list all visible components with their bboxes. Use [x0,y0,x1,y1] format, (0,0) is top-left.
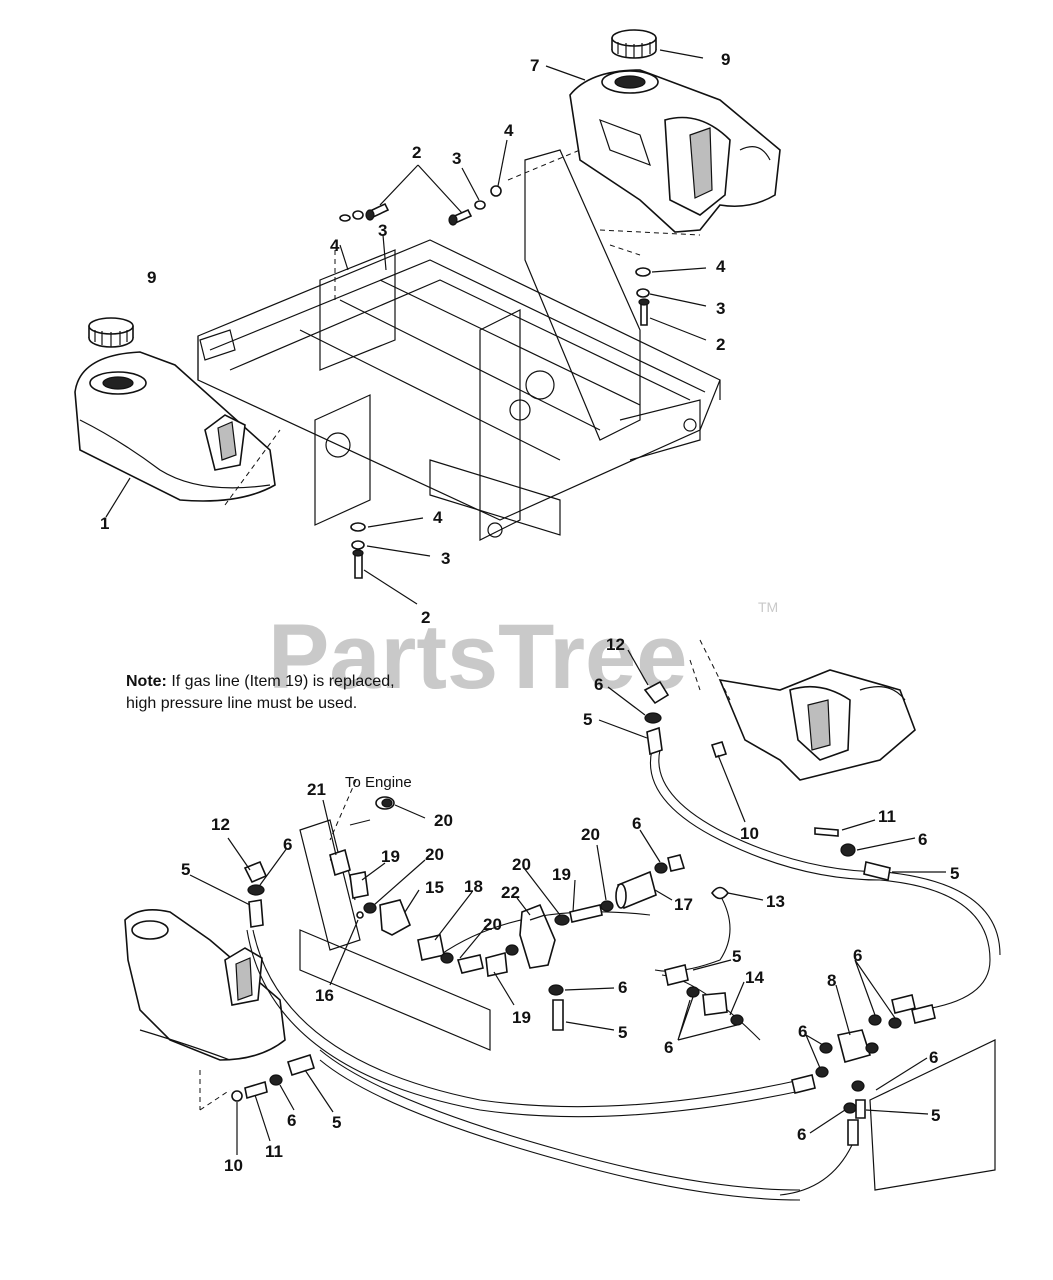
callouts-lower: 12 6 5 10 11 6 5 21 20 19 20 15 18 22 20… [181,635,959,1175]
fuel-tank-left [74,351,281,506]
watermark-brand: PartsTree [268,606,687,708]
leaders-lower [189,649,946,1155]
callout-4-left: 4 [330,236,340,255]
callout-6-left-bottom: 6 [287,1111,296,1130]
callout-4-bottom: 4 [433,508,443,527]
callout-5-filter: 5 [732,947,741,966]
callout-10-right: 10 [740,824,759,843]
callout-3-left: 3 [378,221,387,240]
callout-7: 7 [530,56,539,75]
note-line2: high pressure line must be used. [126,695,357,712]
note: Note: If gas line (Item 19) is replaced,… [126,673,395,712]
gas-cap-left [88,317,134,348]
callout-6-tee-right: 6 [853,946,862,965]
callout-6-filter-top: 6 [632,814,641,833]
callout-19-c: 19 [552,865,571,884]
fittings [199,680,996,1191]
assembly-lines-upper [334,149,701,300]
callout-15: 15 [425,878,444,897]
callout-20-c: 20 [483,915,502,934]
callout-3-right: 3 [716,299,725,318]
callout-14: 14 [745,968,764,987]
callout-9-left: 9 [147,268,156,287]
callout-2-bottom: 2 [421,608,430,627]
callout-3-bottom: 3 [441,549,450,568]
svg-text:Note: If gas line (Item 19) is: Note: If gas line (Item 19) is replaced, [126,673,395,690]
callout-5-right-top: 5 [583,710,592,729]
callout-13: 13 [766,892,785,911]
callout-3-top: 3 [452,149,461,168]
right-tank-view-lower [689,639,916,781]
watermark: PartsTree TM [268,599,778,708]
callout-5-mid: 5 [618,1023,627,1042]
callout-6-tee-bottom: 6 [929,1048,938,1067]
fuel-tank-right [569,69,781,233]
callout-19-b: 19 [512,1008,531,1027]
callout-4-right: 4 [716,257,726,276]
callout-12-left: 12 [211,815,230,834]
callout-1: 1 [100,514,109,533]
leaders-upper [105,49,707,605]
callout-11-left: 11 [265,1142,283,1161]
callout-6-tee-left: 6 [798,1022,807,1041]
callout-6-right-mid: 6 [918,830,927,849]
callout-21: 21 [307,780,326,799]
callout-5-tee: 5 [931,1106,940,1125]
left-tank-view-lower [124,909,286,1061]
callout-6-right-top: 6 [594,675,603,694]
top-hardware [339,185,651,579]
callout-6-bottom: 6 [797,1125,806,1144]
callout-5-right-mid: 5 [950,864,959,883]
callout-19-a: 19 [381,847,400,866]
callout-17: 17 [674,895,693,914]
watermark-tm: TM [758,599,778,615]
callout-11-right: 11 [878,807,896,826]
callout-16: 16 [315,986,334,1005]
callout-20-d: 20 [512,855,531,874]
callouts-upper: 9 7 2 3 4 4 3 4 3 2 9 1 4 3 2 [100,50,730,627]
note-line1: If gas line (Item 19) is replaced, [167,673,395,690]
callout-8: 8 [827,971,836,990]
callout-12-right: 12 [606,635,625,654]
callout-9-top: 9 [721,50,730,69]
callout-20-e: 20 [581,825,600,844]
callout-6-mid: 6 [618,978,627,997]
chassis-frame [197,149,721,541]
callout-18: 18 [464,877,483,896]
callout-10-left: 10 [224,1156,243,1175]
callout-2-top: 2 [412,143,421,162]
callout-2-right: 2 [716,335,725,354]
callout-5-left: 5 [181,860,190,879]
callout-20-b: 20 [425,845,444,864]
callout-6-filter: 6 [664,1038,673,1057]
callout-4-top: 4 [504,121,514,140]
callout-5-left-bottom: 5 [332,1113,341,1132]
to-engine-label: To Engine [345,774,412,791]
callout-20-a: 20 [434,811,453,830]
callout-6-left: 6 [283,835,292,854]
callout-22: 22 [501,883,520,902]
gas-cap-right [611,29,657,59]
note-label: Note: [126,673,167,690]
